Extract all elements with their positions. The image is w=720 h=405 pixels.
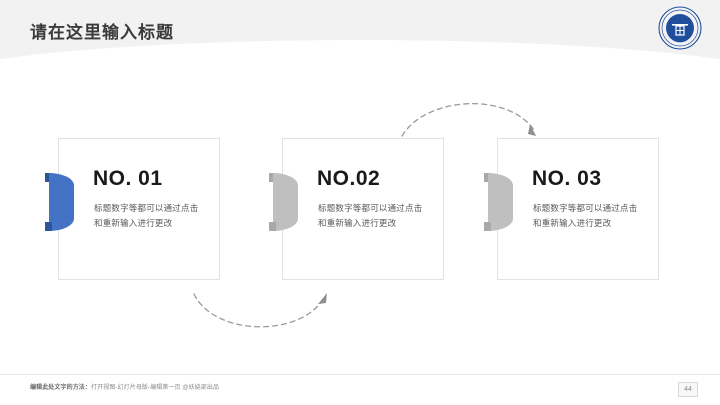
header-curve-divider <box>0 40 720 62</box>
info-card-3[interactable]: NO. 03 标题数字等都可以通过点击和重新输入进行更改 <box>484 138 659 280</box>
marker-tab-bottom <box>484 222 491 231</box>
page-title: 请在这里输入标题 <box>30 23 174 42</box>
marker-disc <box>488 173 513 231</box>
info-card-2[interactable]: NO.02 标题数字等都可以通过点击和重新输入进行更改 <box>269 138 444 280</box>
page-number-badge: 44 <box>678 382 698 397</box>
marker-tab-top <box>45 173 52 182</box>
marker-tab-top <box>269 173 276 182</box>
semicircle-marker-gray <box>269 173 298 231</box>
semicircle-marker-blue <box>45 173 74 231</box>
card-body-text: 标题数字等都可以通过点击和重新输入进行更改 <box>94 203 199 228</box>
info-card-1[interactable]: NO. 01 标题数字等都可以通过点击和重新输入进行更改 <box>45 138 220 280</box>
footer-note: 编辑此处文字的方法：打开视图-幻灯片母版-编辑第一页 @妖娆部出品 <box>30 382 219 391</box>
card-body-text: 标题数字等都可以通过点击和重新输入进行更改 <box>318 203 423 228</box>
card-body-text: 标题数字等都可以通过点击和重新输入进行更改 <box>533 203 638 228</box>
marker-disc <box>49 173 74 231</box>
footer-note-prefix: 编辑此处文字的方法： <box>30 385 92 391</box>
slide-header <box>0 0 720 62</box>
marker-tab-bottom <box>45 222 52 231</box>
dashed-arc-arrow-up-icon <box>193 293 327 328</box>
marker-disc <box>273 173 298 231</box>
university-seal-logo <box>658 6 702 50</box>
semicircle-marker-gray <box>484 173 513 231</box>
card-title: NO. 01 <box>93 167 163 190</box>
marker-tab-bottom <box>269 222 276 231</box>
marker-tab-top <box>484 173 491 182</box>
card-title: NO.02 <box>317 167 381 190</box>
card-title: NO. 03 <box>532 167 602 190</box>
footer-divider <box>0 374 720 375</box>
footer-note-rest: 打开视图-幻灯片母版-编辑第一页 @妖娆部出品 <box>91 385 220 391</box>
